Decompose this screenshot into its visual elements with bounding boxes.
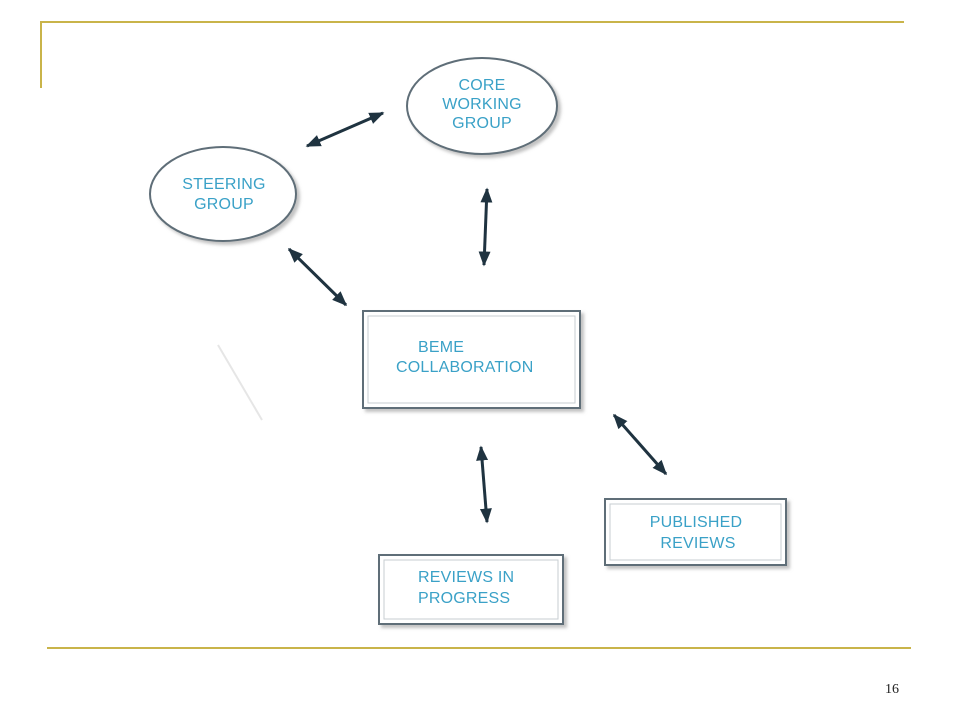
- arrow-core-to-beme: [478, 187, 493, 267]
- steering-group-node: STEERING GROUP: [149, 146, 297, 242]
- reviews-in-progress-label-line-2: PROGRESS: [418, 590, 510, 607]
- slide-frame-top-rule: [40, 21, 904, 23]
- reviews-in-progress-inner-border: [383, 559, 559, 620]
- beme-collaboration-label-line-1: BEME: [418, 339, 464, 356]
- core-working-group-node: CORE WORKING GROUP: [406, 57, 558, 155]
- reviews-in-progress-label-line-1: REVIEWS IN: [418, 569, 514, 586]
- core-working-group-ellipse: [406, 57, 558, 155]
- arrow-steering-to-beme: [287, 247, 348, 307]
- beme-collaboration-label-line-2: COLLABORATION: [396, 359, 533, 376]
- arrow-beme-to-reviews-in-progress: [476, 445, 492, 524]
- published-reviews-inner-border: [609, 503, 782, 561]
- published-reviews-label-line-1: PUBLISHED: [650, 514, 743, 531]
- beme-collaboration-inner-border: [367, 315, 576, 404]
- decorative-line: [217, 344, 263, 421]
- slide-frame-left-rule: [40, 21, 42, 88]
- reviews-in-progress-box: [378, 554, 564, 625]
- arrow-steering-to-core: [305, 111, 385, 148]
- steering-group-label-line-1: STEERING: [182, 176, 265, 193]
- core-working-group-label-line-2: WORKING: [442, 96, 522, 113]
- steering-group-label-line-2: GROUP: [194, 196, 254, 213]
- slide-frame-bottom-rule: [47, 647, 911, 649]
- published-reviews-label-line-2: REVIEWS: [660, 535, 735, 552]
- core-working-group-label-line-3: GROUP: [452, 115, 512, 132]
- arrow-beme-to-published-reviews: [612, 413, 668, 476]
- steering-group-ellipse: [149, 146, 297, 242]
- reviews-in-progress-node: REVIEWS IN PROGRESS: [378, 554, 564, 625]
- beme-collaboration-node: BEME COLLABORATION: [362, 310, 581, 409]
- published-reviews-node: PUBLISHED REVIEWS: [604, 498, 787, 566]
- core-working-group-label-line-1: CORE: [458, 77, 505, 94]
- published-reviews-box: [604, 498, 787, 566]
- page-number: 16: [885, 682, 899, 697]
- beme-collaboration-box: [362, 310, 581, 409]
